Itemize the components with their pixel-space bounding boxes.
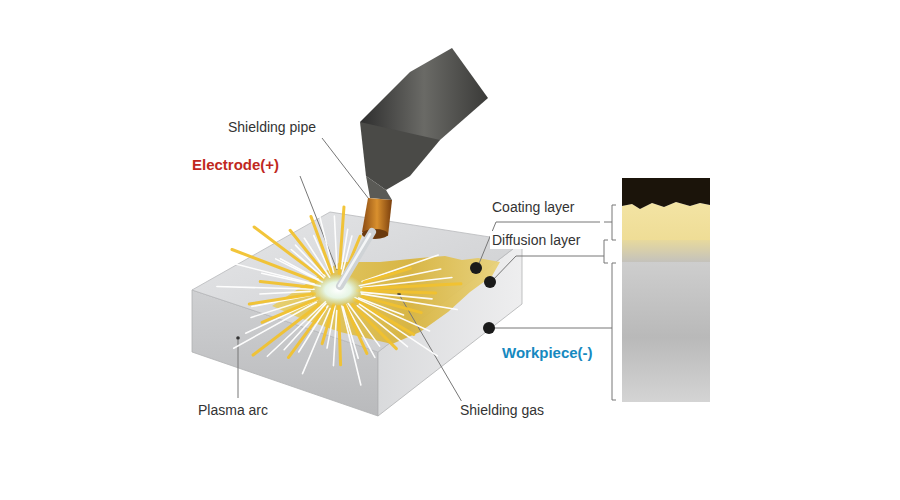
spark [333, 310, 336, 365]
leader-line [400, 296, 462, 402]
spark [353, 305, 397, 349]
bracket [604, 240, 608, 263]
electrode [340, 232, 372, 286]
spark [334, 216, 337, 268]
marker-dot [483, 322, 495, 334]
spark [343, 307, 358, 358]
part-label: Shielding pipe [226, 118, 318, 136]
layer-label: Coating layer [490, 198, 577, 216]
leader-line [491, 256, 600, 282]
workpiece-label: Workpiece(-) [500, 344, 595, 362]
spark [359, 304, 437, 356]
spark [339, 306, 341, 365]
spark [316, 201, 334, 272]
leader-line [490, 328, 612, 329]
marker-dot [236, 336, 240, 340]
arc-glow [312, 274, 364, 306]
spark [249, 294, 314, 304]
leader-line [238, 340, 239, 398]
part-label: Shielding gas [458, 401, 546, 419]
marker-dot [484, 276, 496, 288]
spark [314, 236, 331, 274]
leader-line [478, 222, 600, 266]
marker-dot [470, 262, 482, 274]
torch-nozzle [360, 122, 440, 190]
part-label: Plasma arc [196, 401, 270, 419]
bracket [612, 263, 616, 400]
electrode-label: Electrode(+) [190, 156, 281, 174]
bracket [604, 222, 612, 223]
section-coating [622, 202, 710, 240]
section-top [622, 178, 710, 209]
spark [363, 284, 461, 289]
layer-label: Diffusion layer [490, 231, 582, 249]
bracket [612, 205, 616, 240]
bracket [600, 256, 604, 257]
spark [342, 306, 361, 385]
torch-tip [366, 176, 392, 200]
section-substrate [622, 258, 710, 402]
electrode-highlight [339, 234, 370, 286]
section-diffusion [622, 238, 710, 262]
spark [260, 291, 310, 294]
